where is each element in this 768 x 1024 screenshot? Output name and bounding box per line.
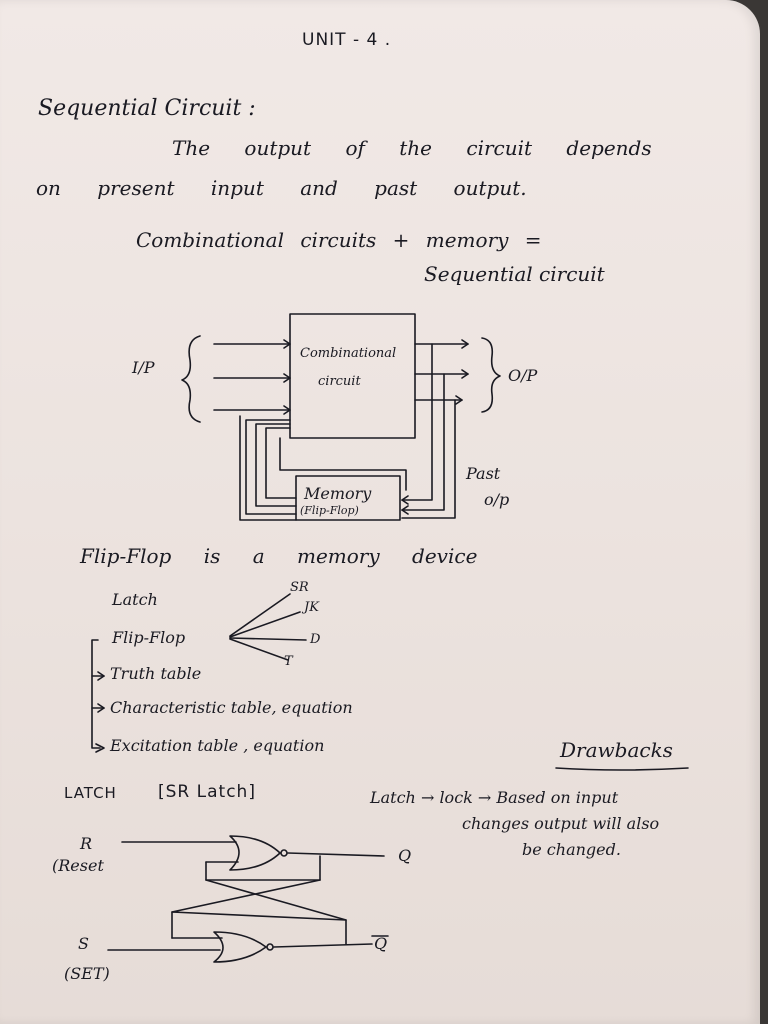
flipflop-note: Flip-Flop is a memory device: [80, 544, 478, 568]
definition-line-2: on present input and past output.: [36, 176, 527, 200]
input-label: I/P: [132, 358, 155, 377]
past-label: Past: [466, 464, 501, 483]
drawbacks-title: Drawbacks: [560, 738, 673, 762]
topic-excitation: Excitation table , equation: [110, 736, 325, 755]
type-sr: SR: [290, 580, 309, 595]
drawbacks-line-3: be changed.: [522, 840, 621, 859]
input-brace: [181, 335, 201, 423]
section-heading: Sequential Circuit :: [38, 96, 256, 121]
type-jk: JK: [304, 600, 319, 615]
latch-subtitle: [SR Latch]: [158, 782, 256, 802]
combinational-label-2: circuit: [318, 374, 361, 389]
output-brace: [481, 337, 501, 413]
type-t: T: [284, 654, 293, 669]
nor-gate-bottom: [213, 931, 267, 963]
input-r-label: R: [80, 834, 93, 853]
past-output-label: o/p: [484, 490, 510, 509]
topic-latch: Latch: [112, 590, 158, 609]
memory-sublabel: (Flip-Flop): [300, 504, 359, 517]
reset-label: (Reset: [52, 856, 104, 875]
output-label: O/P: [508, 366, 538, 385]
definition-line-1: The output of the circuit depends: [172, 136, 652, 160]
topic-flipflop: Flip-Flop: [112, 628, 186, 647]
unit-heading: UNIT - 4 .: [302, 30, 392, 50]
topic-characteristic: Characteristic table, equation: [110, 698, 353, 717]
drawbacks-line-2: changes output will also: [462, 814, 660, 833]
formula-line-1: Combinational circuits + memory =: [136, 228, 542, 252]
output-q-label: Q: [398, 846, 412, 865]
formula-line-2: Sequential circuit: [424, 262, 605, 286]
latch-title: LATCH: [64, 784, 117, 802]
combinational-label-1: Combinational: [300, 346, 397, 361]
output-qbar-label: Q: [374, 934, 388, 953]
input-s-label: S: [78, 934, 89, 953]
combinational-block: [289, 313, 416, 439]
topic-truth-table: Truth table: [110, 664, 202, 683]
nor-gate-top: [229, 835, 281, 871]
type-d: D: [310, 632, 321, 647]
memory-label: Memory: [304, 484, 372, 503]
drawbacks-line-1: Latch → lock → Based on input: [370, 788, 619, 807]
set-label: (SET): [64, 964, 110, 983]
